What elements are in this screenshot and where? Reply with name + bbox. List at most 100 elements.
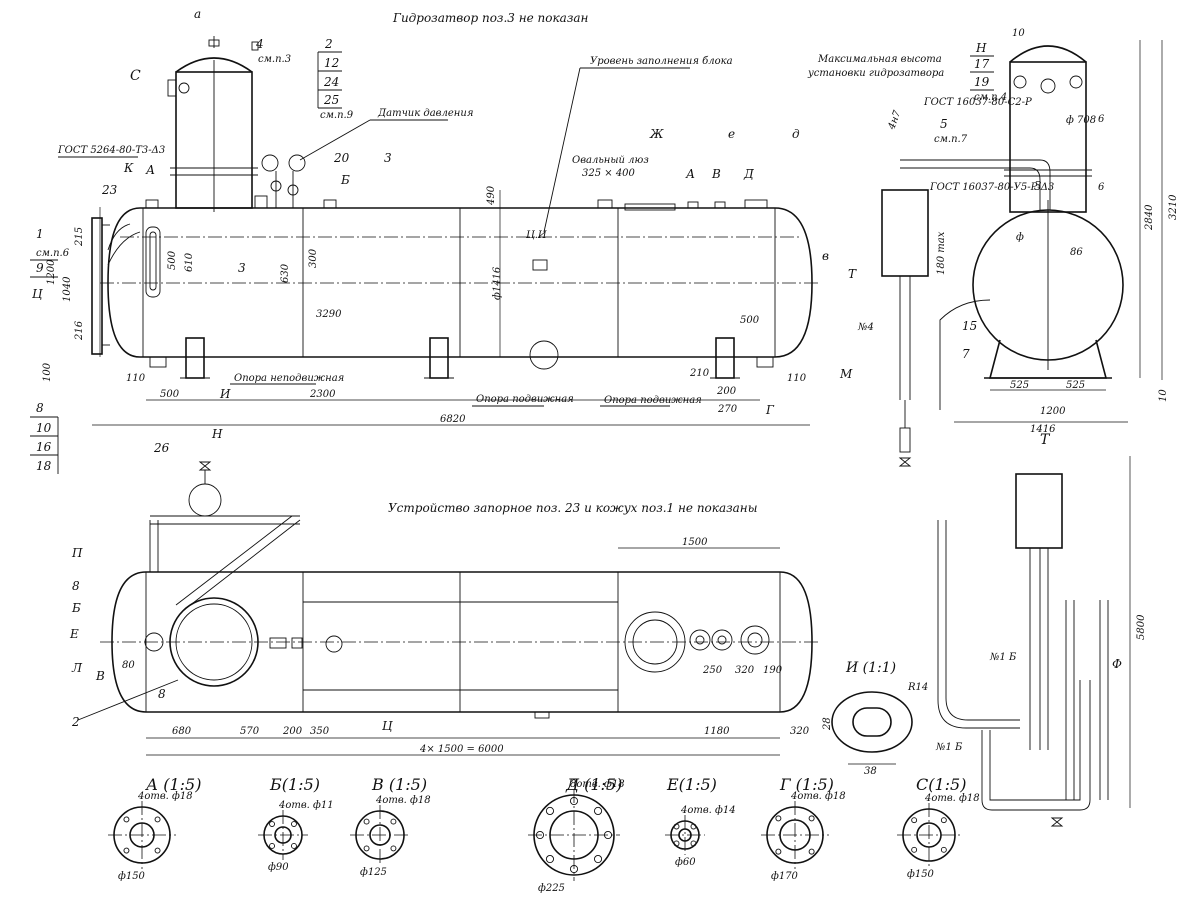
pos-4ref: см.п.3 xyxy=(258,54,291,65)
note-install-seal: установки гидрозатвора xyxy=(807,68,944,79)
flange-bolt-hole xyxy=(808,815,815,822)
plan-dim-total: 4× 1500 = 6000 xyxy=(419,744,504,755)
dim-200: 200 xyxy=(716,386,737,397)
pos-16: 16 xyxy=(36,440,52,454)
detail-t-nozzle1: №1 Б xyxy=(989,652,1017,663)
plan-label-b: Б xyxy=(71,601,81,615)
flange-bolt-hole xyxy=(363,818,370,825)
pos-18: 18 xyxy=(36,459,52,473)
side-pos-17: 17 xyxy=(974,57,990,71)
label-v-right: в xyxy=(822,249,829,263)
flange-diameter-label: ф60 xyxy=(675,857,696,868)
support-mid xyxy=(424,337,454,379)
note-fixed: Опора неподвижная xyxy=(234,373,344,384)
dim-1040: 1040 xyxy=(62,276,73,302)
dim-210: 210 xyxy=(689,368,710,379)
side-pos-6a: 6 xyxy=(1098,114,1105,125)
label-e: е xyxy=(728,127,735,141)
flange-bolt-hole xyxy=(154,847,161,854)
side-dim-525a: 525 xyxy=(1010,380,1029,391)
side-pos-19ref: см.п.4 xyxy=(974,92,1007,103)
label-v: В xyxy=(711,167,721,181)
plan-pos-2: 2 xyxy=(71,715,80,729)
plan-dim-570: 570 xyxy=(240,726,260,737)
flange-holes-label: 4отв. ф18 xyxy=(790,791,846,802)
side-label-n: Н xyxy=(975,41,987,55)
detail-i-h: 28 xyxy=(822,717,833,731)
plan-dim-80: 80 xyxy=(122,660,135,671)
pos-3: 3 xyxy=(384,151,392,165)
pos-1: 1 xyxy=(36,227,44,241)
note-pressure: Датчик давления xyxy=(377,108,473,119)
flange-holes-label: 4отв. ф18 xyxy=(924,793,980,804)
flange-bolt-hole xyxy=(545,854,555,864)
flange-diameter-label: ф90 xyxy=(268,862,289,873)
dim-2300: 2300 xyxy=(309,389,336,400)
flange-bolt-hole xyxy=(940,817,947,824)
flange-bolt-hole xyxy=(291,821,297,827)
flange-diameter-label: ф150 xyxy=(118,871,146,882)
pos-3b: 3 xyxy=(238,261,246,275)
side-pos-5ref: см.п.7 xyxy=(934,134,968,145)
pos-4: 4 xyxy=(255,37,264,51)
flange-bolt-hole xyxy=(123,847,130,854)
note-max-height: Максимальная высота xyxy=(817,54,942,65)
flange-diameter-label: ф170 xyxy=(771,871,799,882)
side-dim-2840: 2840 xyxy=(1144,204,1155,231)
side-dim-tw: ф xyxy=(1016,232,1024,243)
side-pos-4: №4 xyxy=(857,322,874,333)
plan-dim-250: 250 xyxy=(702,665,723,676)
side-pos-3: 3 xyxy=(1034,179,1042,193)
flange-bolt-hole xyxy=(291,843,297,849)
label-k: К xyxy=(123,161,134,175)
flange-bolt-hole xyxy=(390,818,397,825)
detail-i-title: И (1:1) xyxy=(845,660,896,676)
label-d: д xyxy=(792,127,800,141)
detail-t-nozzle2: №1 Б xyxy=(935,742,963,753)
detail-t: 5800 №1 Б №1 Б Ф xyxy=(935,456,1147,827)
note-gost-top: ГОСТ 5264-80-Т3-Δ3 xyxy=(57,145,165,156)
side-dim-3210: 3210 xyxy=(1168,194,1179,220)
flange-bolt-hole xyxy=(269,821,275,827)
note-water-seal: Гидрозатвор поз.3 не показан xyxy=(392,11,589,25)
side-dim-708: ф 708 xyxy=(1066,115,1096,126)
dim-500-right: 500 xyxy=(740,315,760,326)
flange-title: В (1:5) xyxy=(371,775,427,794)
flange-bolt-hole xyxy=(911,846,918,853)
flange-holes-label: 4отв. ф18 xyxy=(375,795,431,806)
side-view: 525 525 1200 1416 2840 3210 ф 708 10 180… xyxy=(807,28,1179,467)
plan-dim-1500: 1500 xyxy=(682,537,708,548)
flange-bolt-hole xyxy=(593,806,603,816)
dim-610: 610 xyxy=(184,252,195,272)
side-label-t-bottom: Т xyxy=(1040,432,1051,448)
dim-500-left: 500 xyxy=(160,389,180,400)
detail-i: И (1:1) R14 38 28 xyxy=(822,660,928,777)
note-mov2: Опора подвижная xyxy=(604,395,702,406)
plan-manhole xyxy=(169,597,259,687)
flange-bolt-hole xyxy=(690,823,697,830)
plan-label-ts: Ц xyxy=(382,719,393,733)
flange-title: Б(1:5) xyxy=(269,775,320,794)
pos-23: 23 xyxy=(101,183,118,197)
flange-diameter-label: ф225 xyxy=(538,883,565,894)
side-label-t: Т xyxy=(848,267,857,281)
label-a: а xyxy=(194,7,201,21)
flange-holes-label: 8отв. ф18 xyxy=(570,779,625,790)
pos-25: 25 xyxy=(323,93,339,107)
label-n: Н xyxy=(211,427,223,441)
side-pos-7: 7 xyxy=(962,347,970,361)
label-c: С xyxy=(130,68,141,84)
label-a3: А xyxy=(685,167,695,181)
side-dim-10: 10 xyxy=(1158,389,1169,402)
dim-100: 100 xyxy=(42,362,53,382)
flange-diameter-label: ф150 xyxy=(907,869,935,880)
note-level: Уровень заполнения блока xyxy=(590,56,733,67)
plan-label-8b: 8 xyxy=(158,687,166,701)
plan-dim-190: 190 xyxy=(763,665,783,676)
